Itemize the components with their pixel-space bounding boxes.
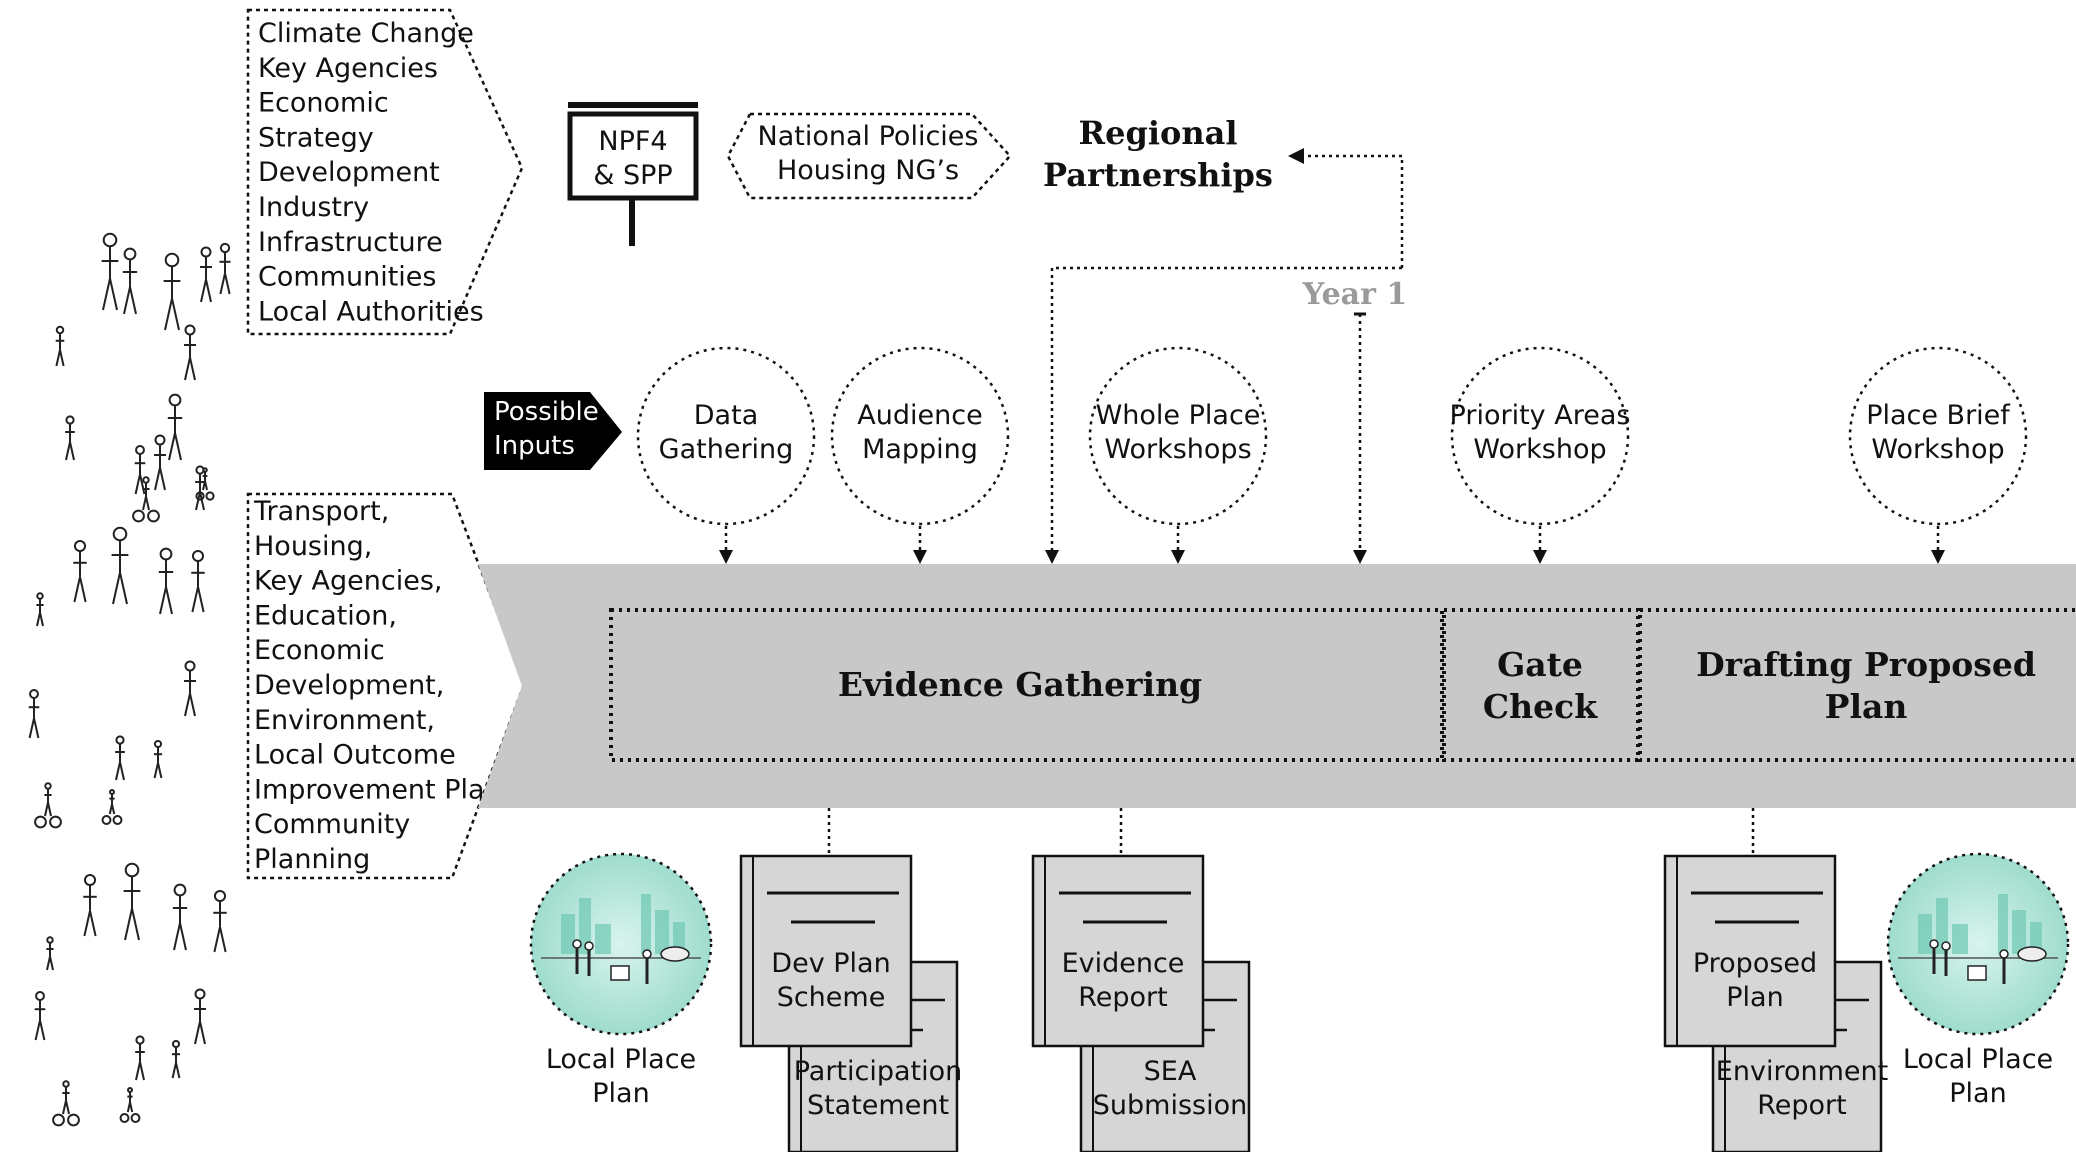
stakeholder-item: Community [254,809,410,840]
stage-evidence-label: Evidence Gathering [838,665,1202,704]
stakeholder-item: Infrastructure [258,227,443,258]
regional-partnerships: Regional Partnerships [1043,114,1273,194]
stakeholder-item: Planning [254,844,370,875]
stakeholder-item: Economic [258,88,389,119]
npf4-signpost: NPF4 & SPP [567,102,699,246]
stakeholder-item: Local Outcome [254,740,456,771]
local-place-plan-left-line-2: Plan [592,1078,649,1109]
stakeholder-item: Strategy [258,122,374,153]
input-circle-line-1: Audience [857,400,982,431]
possible-inputs-line-2: Inputs [494,431,575,461]
signpost-line-1: NPF4 [598,126,667,157]
regional-down-arrowhead [1045,550,1059,564]
back-document-line-1: SEA [1144,1056,1197,1087]
stage-gate-check: Gate Check [1442,608,1640,762]
input-circle-line-1: Whole Place [1096,400,1261,431]
stakeholder-item: Transport, [253,496,389,527]
local-place-plan-right-line-2: Plan [1949,1078,2006,1109]
gate-check-line-1: Gate [1497,645,1583,684]
stakeholders-bottom-list: Transport, Housing, Key Agencies,Education… [253,496,510,875]
input-circle-line-2: Workshop [1871,434,2004,465]
front-document-line-1: Evidence [1062,948,1185,979]
regional-arrowhead [1288,148,1304,164]
back-document-line-1: Participation [794,1056,963,1087]
stakeholder-item: Development, [254,670,444,701]
stakeholder-item: Improvement Plan, [254,774,510,805]
stage-drafting-proposed-plan: Drafting Proposed Plan [1638,608,2076,762]
front-document-line-2: Scheme [777,982,886,1013]
stakeholder-item: Economic [254,635,385,666]
national-policies-line-1: National Policies [758,121,979,152]
back-document-line-2: Report [1757,1090,1847,1121]
front-document-line-1: Dev Plan [771,948,890,979]
stakeholder-item: Education, [254,600,397,631]
regional-partnerships-line-1: Regional [1079,114,1238,152]
input-circle-line-2: Gathering [659,434,794,465]
stakeholder-item: Development [258,157,440,188]
local-place-plan-left [529,852,713,1036]
back-document-line-2: Statement [807,1090,949,1121]
front-document-line-1: Proposed [1693,948,1817,979]
stakeholder-item: Industry [258,192,369,223]
input-circle-line-2: Mapping [862,434,978,465]
stakeholder-item: Environment, [254,705,435,736]
signpost-line-2: & SPP [593,160,672,191]
stakeholder-item: Key Agencies, [254,566,442,597]
drafting-line-1: Drafting Proposed [1696,645,2036,684]
front-document-line-2: Plan [1726,982,1783,1013]
drafting-line-2: Plan [1825,687,1908,726]
regional-feedback-connector [1050,154,1404,552]
local-place-plan-right-line-1: Local Place [1903,1044,2053,1075]
input-circle-line-1: Priority Areas [1450,400,1631,431]
gate-check-line-2: Check [1483,687,1598,726]
national-policies-line-2: Housing NG’s [777,155,959,186]
back-document-line-1: Environment [1716,1056,1888,1087]
possible-inputs-line-1: Possible [494,397,599,427]
stakeholder-item: Local Authorities [258,296,484,327]
local-place-plan-left-line-1: Local Place [546,1044,696,1075]
possible-inputs-tag: Possible Inputs [484,392,622,470]
input-circle-line-2: Workshop [1473,434,1606,465]
front-document-line-2: Report [1078,982,1168,1013]
stage-evidence-gathering: Evidence Gathering [609,608,1444,762]
stakeholders-bottom-callout: Transport, Housing, Key Agencies,Education… [246,492,526,880]
people-illustration [28,232,231,1127]
national-policies-hexagon: National Policies Housing NG’s [726,112,1012,200]
input-circle-line-1: Place Brief [1866,400,2011,431]
input-circle-line-2: Workshops [1104,434,1251,465]
process-band [478,564,2076,808]
local-place-plan-right [1886,852,2070,1036]
stakeholder-item: Climate Change [258,18,474,49]
back-document-line-2: Submission [1093,1090,1247,1121]
stakeholder-item: Housing, [254,531,372,562]
year-1-label: Year 1 [1302,277,1407,312]
year-1-marker: Year 1 [1302,277,1407,564]
stakeholder-item: Communities [258,262,436,293]
input-circle-line-1: Data [694,400,758,431]
stakeholder-item: Key Agencies [258,53,438,84]
regional-partnerships-line-2: Partnerships [1043,156,1273,194]
